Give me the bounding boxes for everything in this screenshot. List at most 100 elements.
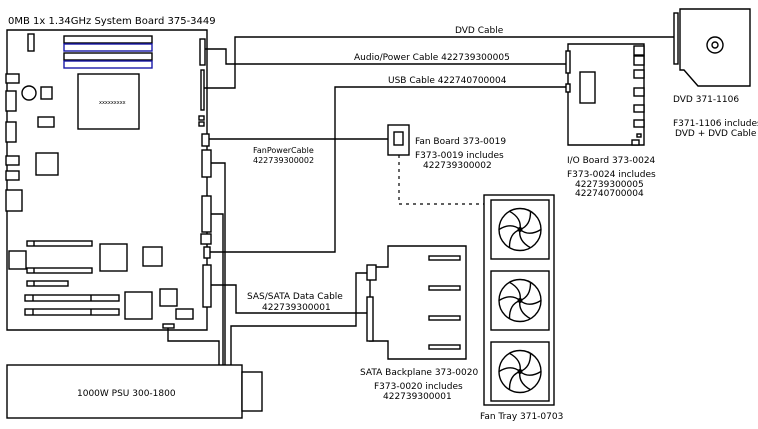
chip — [37, 116, 55, 128]
audio-power-connector — [565, 50, 571, 74]
system-board-title: 0MB 1x 1.34GHz System Board 375-3449 — [8, 16, 216, 27]
io-chip — [579, 71, 596, 104]
rear-connector — [5, 170, 20, 181]
chip — [40, 86, 53, 100]
io-port — [631, 139, 640, 146]
dvd-includes: F371-1106 includes — [673, 119, 758, 129]
io-port — [633, 104, 645, 113]
rear-connector — [5, 121, 17, 143]
sas-sata-cable-label: SAS/SATA Data Cable — [247, 292, 343, 302]
drive-slot — [428, 315, 461, 321]
memory-slot — [63, 52, 153, 61]
rear-connector — [5, 90, 17, 112]
power-connector — [201, 195, 212, 233]
pci-slot — [26, 280, 69, 287]
io-board-part: 422739300005 — [575, 180, 644, 190]
fan — [490, 270, 550, 331]
backplane-power-cable — [230, 272, 367, 365]
ide-connector — [200, 69, 205, 111]
sas-sata-cable-part: 422739300001 — [262, 303, 331, 313]
fan-board: Fan Board 373-0019 F373-0019 includes 42… — [387, 124, 506, 171]
sata-backplane: SATA Backplane 373-0020 F373-0020 includ… — [360, 245, 478, 402]
power-connector — [201, 149, 212, 178]
audio-power-cable — [205, 48, 566, 65]
dvd-drive: DVD 371-1106 F371-1106 includes DVD + DV… — [673, 8, 758, 139]
system-board: 0MB 1x 1.34GHz System Board 375-3449 xxx… — [5, 16, 216, 331]
sata-backplane-outline — [369, 245, 467, 360]
psu-power-cable — [211, 162, 226, 365]
front-panel-connector — [162, 323, 175, 329]
io-board-includes: F373-0024 includes — [567, 170, 656, 180]
fan-tray-title: Fan Tray 371-0703 — [480, 412, 563, 422]
backplane-data-connector — [366, 296, 374, 342]
dvd-spindle — [706, 36, 724, 54]
dvd-outline — [679, 8, 751, 87]
fan-board-connector — [393, 131, 404, 146]
io-port — [633, 87, 645, 97]
rear-connector — [5, 73, 20, 84]
drive-slot — [428, 344, 461, 350]
chip — [175, 308, 194, 320]
system-board-outline — [6, 29, 208, 331]
usb-cable-label: USB Cable 422740700004 — [388, 76, 507, 86]
io-board-part: 422740700004 — [575, 189, 644, 199]
dvd-connector — [199, 38, 206, 66]
memory-slot — [63, 60, 153, 69]
connector — [200, 233, 212, 245]
drive-slot — [428, 255, 461, 261]
led — [636, 133, 642, 138]
cpu — [77, 73, 140, 130]
fan — [490, 341, 550, 402]
sata-backplane-part: 422739300001 — [383, 392, 452, 402]
psu-power-cable — [211, 213, 224, 365]
battery — [21, 85, 37, 101]
usb-connector — [203, 246, 211, 259]
jumper — [198, 115, 205, 121]
chip — [142, 246, 163, 267]
dvd-contents: DVD + DVD Cable — [675, 129, 757, 139]
dvd-title: DVD 371-1106 — [673, 95, 739, 105]
dvd-cable — [204, 36, 674, 89]
fan — [490, 199, 550, 260]
chip — [159, 288, 178, 307]
pci-x-slot — [24, 294, 120, 302]
io-port — [633, 45, 645, 56]
usb-cable — [210, 86, 567, 253]
io-port — [633, 119, 645, 128]
fan-tray: Fan Tray 371-0703 — [480, 194, 563, 422]
fan-hub — [517, 369, 523, 374]
jumper — [198, 121, 205, 127]
io-board-outline — [567, 43, 645, 146]
dvd-cable-label: DVD Cable — [455, 26, 504, 36]
psu-outline — [6, 364, 243, 419]
fan-power-cable-part: 422739300002 — [253, 156, 314, 165]
audio-power-cable-label: Audio/Power Cable 422739300005 — [354, 53, 510, 63]
io-board: I/O Board 373-0024 F373-0024 includes 42… — [565, 43, 656, 199]
chip — [8, 250, 27, 270]
memory-slot — [63, 35, 153, 44]
io-board-title: I/O Board 373-0024 — [567, 156, 656, 166]
fan-power-cable-label: FanPowerCable — [253, 146, 314, 155]
dvd-connector — [673, 12, 679, 65]
fan-board-title: Fan Board 373-0019 — [415, 137, 506, 147]
psu: 1000W PSU 300-1800 — [6, 364, 263, 419]
chip — [99, 243, 128, 272]
psu-title: 1000W PSU 300-1800 — [77, 389, 176, 399]
memory-slot — [63, 43, 153, 52]
rear-connector — [5, 189, 23, 212]
rear-connector — [5, 155, 20, 166]
fan-board-to-tray-link — [398, 148, 487, 205]
front-panel-cable — [167, 328, 220, 365]
io-port — [633, 55, 645, 66]
io-port — [633, 69, 645, 79]
chip — [124, 291, 153, 320]
fan-board-includes: F373-0019 includes — [415, 151, 504, 161]
sata-backplane-title: SATA Backplane 373-0020 — [360, 368, 478, 378]
pci-slot — [26, 267, 93, 274]
dvd-spindle-hub — [711, 41, 719, 49]
pci-x-slot — [24, 308, 120, 316]
usb-connector — [565, 83, 571, 93]
cables: DVD Cable Audio/Power Cable 422739300005… — [167, 26, 674, 365]
fan-hub — [517, 298, 523, 303]
